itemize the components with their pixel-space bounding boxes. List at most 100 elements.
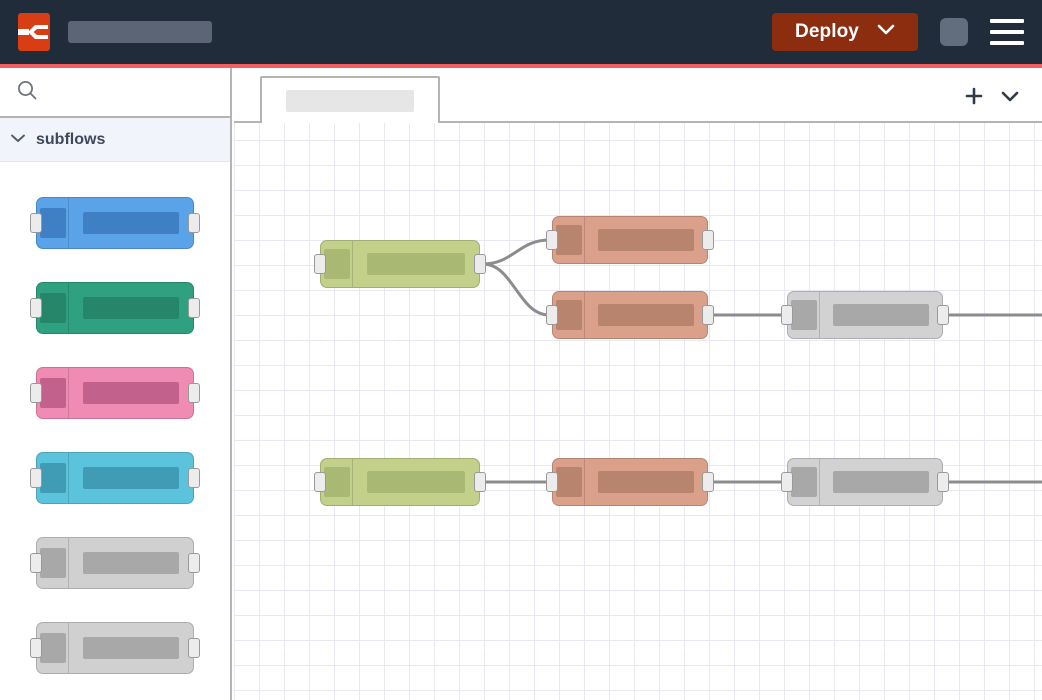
node-input-port[interactable] <box>314 254 326 274</box>
chevron-down-icon <box>877 23 895 41</box>
deploy-button[interactable]: Deploy <box>772 13 918 51</box>
node-type-icon <box>323 467 350 497</box>
canvas-node-gray-1[interactable] <box>781 291 949 339</box>
node-type-icon <box>39 207 66 238</box>
wire-layer <box>482 238 1042 484</box>
node-input-port[interactable] <box>781 472 793 492</box>
node-output-port[interactable] <box>188 212 200 233</box>
hamburger-menu-icon[interactable] <box>990 19 1024 45</box>
node-type-icon <box>39 292 66 323</box>
node-label <box>82 636 180 659</box>
palette-list-item[interactable] <box>0 520 230 605</box>
hamburger-bar <box>990 41 1024 45</box>
canvas-node-salmon-2[interactable] <box>546 291 714 339</box>
node-label-area <box>69 283 193 333</box>
node-output-port[interactable] <box>188 382 200 403</box>
canvas-node-green-2[interactable] <box>314 458 486 506</box>
node-red-logo-icon[interactable] <box>18 13 50 51</box>
canvas-node-gray-2[interactable] <box>781 458 949 506</box>
node-input-port[interactable] <box>546 472 558 492</box>
node-output-port[interactable] <box>937 305 949 325</box>
node-label-area <box>585 459 707 505</box>
node-icon-area <box>321 459 353 505</box>
chevron-down-icon[interactable] <box>998 84 1022 108</box>
palette-sidebar: subflows <box>0 68 232 700</box>
node-output-port[interactable] <box>702 472 714 492</box>
node-type-icon <box>39 462 66 493</box>
app-header: Deploy <box>0 0 1042 64</box>
node-input-port[interactable] <box>30 637 42 658</box>
node-input-port[interactable] <box>314 472 326 492</box>
wire-green1-to-salmon2[interactable] <box>482 262 550 317</box>
node-input-port[interactable] <box>30 382 42 403</box>
wire-green1-to-salmon1[interactable] <box>482 238 550 266</box>
node-input-port[interactable] <box>30 212 42 233</box>
node-label-area <box>353 241 479 287</box>
palette-list-item[interactable] <box>0 180 230 265</box>
header-accent-line <box>0 64 1042 68</box>
node-label <box>598 471 694 493</box>
palette-node-2[interactable] <box>30 281 200 334</box>
node-output-port[interactable] <box>702 305 714 325</box>
node-output-port[interactable] <box>474 254 486 274</box>
node-label <box>82 381 180 404</box>
node-output-port[interactable] <box>937 472 949 492</box>
palette-list-item[interactable] <box>0 605 230 690</box>
node-input-port[interactable] <box>781 305 793 325</box>
node-icon-area <box>37 622 69 673</box>
node-type-icon <box>39 632 66 663</box>
node-input-port[interactable] <box>30 297 42 318</box>
search-input[interactable] <box>0 68 230 118</box>
node-type-icon <box>323 249 350 279</box>
node-output-port[interactable] <box>188 552 200 573</box>
palette-node-5[interactable] <box>30 536 200 589</box>
node-type-icon <box>555 225 582 255</box>
canvas-node-salmon-3[interactable] <box>546 458 714 506</box>
node-label <box>833 304 929 326</box>
node-icon-area <box>553 459 585 505</box>
avatar[interactable] <box>940 18 968 46</box>
node-output-port[interactable] <box>702 230 714 250</box>
flow-canvas[interactable] <box>234 68 1042 700</box>
palette-node-1[interactable] <box>30 196 200 249</box>
palette-node-3[interactable] <box>30 366 200 419</box>
canvas-node-green-1[interactable] <box>314 240 486 288</box>
palette-node-4[interactable] <box>30 451 200 504</box>
node-label <box>82 211 180 234</box>
sidebar-category-subflows[interactable]: subflows <box>0 118 230 162</box>
node-type-icon <box>39 377 66 408</box>
palette-list-item[interactable] <box>0 435 230 520</box>
plus-icon[interactable] <box>962 84 986 108</box>
node-label <box>366 471 466 493</box>
palette-list-item[interactable] <box>0 265 230 350</box>
flow-title-placeholder <box>68 21 212 43</box>
node-label <box>598 304 694 326</box>
node-output-port[interactable] <box>188 637 200 658</box>
node-type-icon <box>790 467 817 497</box>
node-input-port[interactable] <box>546 230 558 250</box>
node-label <box>598 229 694 251</box>
node-label-area <box>69 198 193 248</box>
node-label-area <box>585 292 707 338</box>
node-icon-area <box>553 292 585 338</box>
canvas-node-salmon-1[interactable] <box>546 216 714 264</box>
flow-tab-1[interactable] <box>260 76 440 123</box>
node-output-port[interactable] <box>188 297 200 318</box>
node-label-area <box>820 459 942 505</box>
node-label <box>82 466 180 489</box>
palette-list-item[interactable] <box>0 350 230 435</box>
node-input-port[interactable] <box>30 467 42 488</box>
node-output-port[interactable] <box>474 472 486 492</box>
chevron-down-icon <box>10 131 26 149</box>
node-input-port[interactable] <box>546 305 558 325</box>
node-label-area <box>69 368 193 418</box>
flow-tab-bar <box>234 68 1042 123</box>
node-input-port[interactable] <box>30 552 42 573</box>
node-type-icon <box>790 300 817 330</box>
node-label <box>82 551 180 574</box>
node-label-area <box>69 453 193 503</box>
node-output-port[interactable] <box>188 467 200 488</box>
palette-node-6[interactable] <box>30 621 200 674</box>
node-icon-area <box>37 197 69 248</box>
